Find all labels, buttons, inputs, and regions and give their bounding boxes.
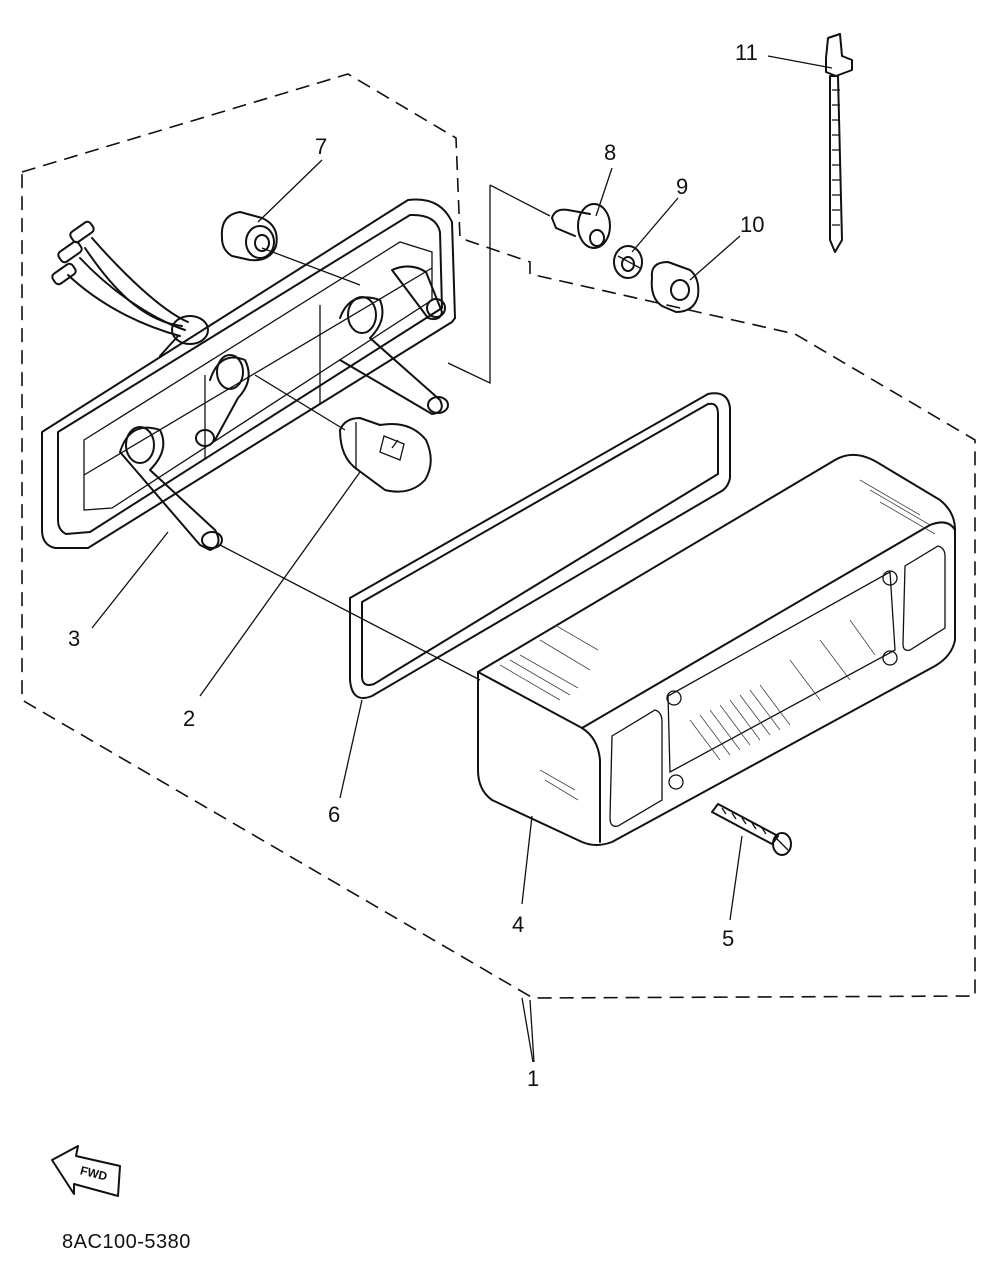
nut-part-10 [650, 261, 700, 313]
collar-part-8 [551, 203, 611, 249]
grommet-part-7 [220, 211, 278, 262]
diagram-part-code: 8AC100-5380 [62, 1231, 191, 1253]
callout-10: 10 [740, 212, 764, 237]
callout-3: 3 [68, 626, 80, 651]
callout-labels: 7 8 9 10 11 3 2 6 4 5 1 [68, 40, 764, 1091]
callout-9: 9 [676, 174, 688, 199]
callout-leaders [91, 55, 833, 1063]
fwd-label: FWD [79, 1163, 109, 1183]
callout-2: 2 [183, 706, 195, 731]
forward-direction-arrow: FWD [51, 1145, 121, 1197]
callout-6: 6 [328, 802, 340, 827]
screw-part-5 [711, 803, 792, 856]
bulb-part-2 [339, 417, 432, 493]
callout-5: 5 [722, 926, 734, 951]
callout-11: 11 [735, 40, 758, 65]
washer-part-9 [613, 245, 643, 279]
gasket-part-6 [349, 392, 731, 699]
callout-1: 1 [527, 1066, 539, 1091]
callout-8: 8 [604, 140, 616, 165]
socket-base-housing [41, 198, 456, 551]
lens-part-4 [477, 453, 956, 846]
callout-7: 7 [315, 134, 327, 159]
leader-lines [219, 184, 551, 1063]
callout-4: 4 [512, 912, 524, 937]
cable-tie-part-11 [825, 33, 853, 253]
assembly-boundary [21, 73, 976, 999]
